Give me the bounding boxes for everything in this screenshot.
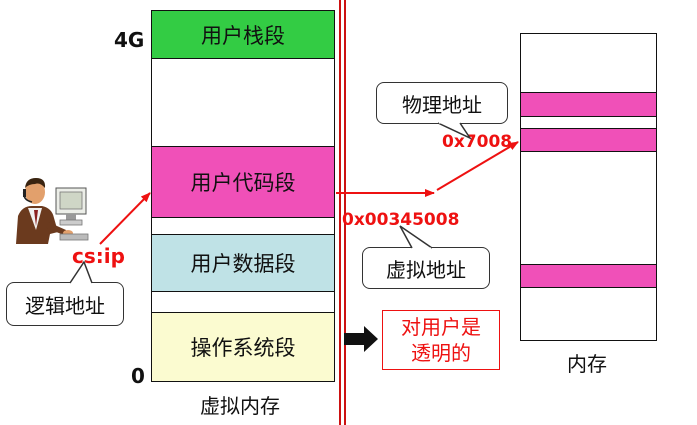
physical-address-label: 物理地址: [402, 92, 482, 117]
os-segment: 操作系统段: [151, 312, 335, 382]
physical-page-3: [520, 264, 657, 288]
bottom-address-label: 0: [131, 364, 145, 388]
physical-address-value: 0x7008: [442, 132, 513, 152]
user-stack-segment-label: 用户栈段: [201, 23, 285, 48]
logical-callout-tail: [69, 260, 93, 284]
user-stack-segment: 用户栈段: [151, 10, 335, 59]
physical-page-2: [520, 128, 657, 152]
virtual-memory-caption: 虚拟内存: [200, 394, 280, 418]
user-data-segment-label: 用户数据段: [190, 252, 296, 276]
user-code-segment-label: 用户代码段: [190, 171, 296, 195]
person-at-computer-icon: [16, 178, 89, 244]
top-address-label: 4G: [114, 28, 145, 52]
divider-line-right: [344, 0, 346, 425]
transparent-note-text: 对用户是透明的: [401, 315, 481, 365]
virtual-address-value: 0x00345008: [342, 210, 460, 230]
cs-ip-label: cs:ip: [72, 244, 125, 268]
divider-line-left: [339, 0, 341, 425]
logical-address-label: 逻辑地址: [25, 293, 105, 318]
logical-address-callout: 逻辑地址: [6, 282, 124, 326]
physical-callout-tail: [437, 122, 473, 140]
os-segment-label: 操作系统段: [190, 336, 296, 360]
virtual-address-label: 虚拟地址: [386, 257, 466, 282]
virtual-callout-tail: [399, 225, 433, 249]
user-data-segment: 用户数据段: [151, 234, 335, 292]
arrow-logical-to-code: [99, 192, 151, 245]
physical-memory-column: [520, 33, 657, 341]
black-block-arrow: [344, 326, 378, 352]
user-code-segment: 用户代码段: [151, 146, 335, 218]
physical-page-1: [520, 92, 657, 117]
arrow-virtual-to-physical: [436, 141, 519, 191]
physical-memory-caption: 内存: [567, 352, 607, 376]
transparent-note-box: 对用户是透明的: [382, 310, 500, 370]
